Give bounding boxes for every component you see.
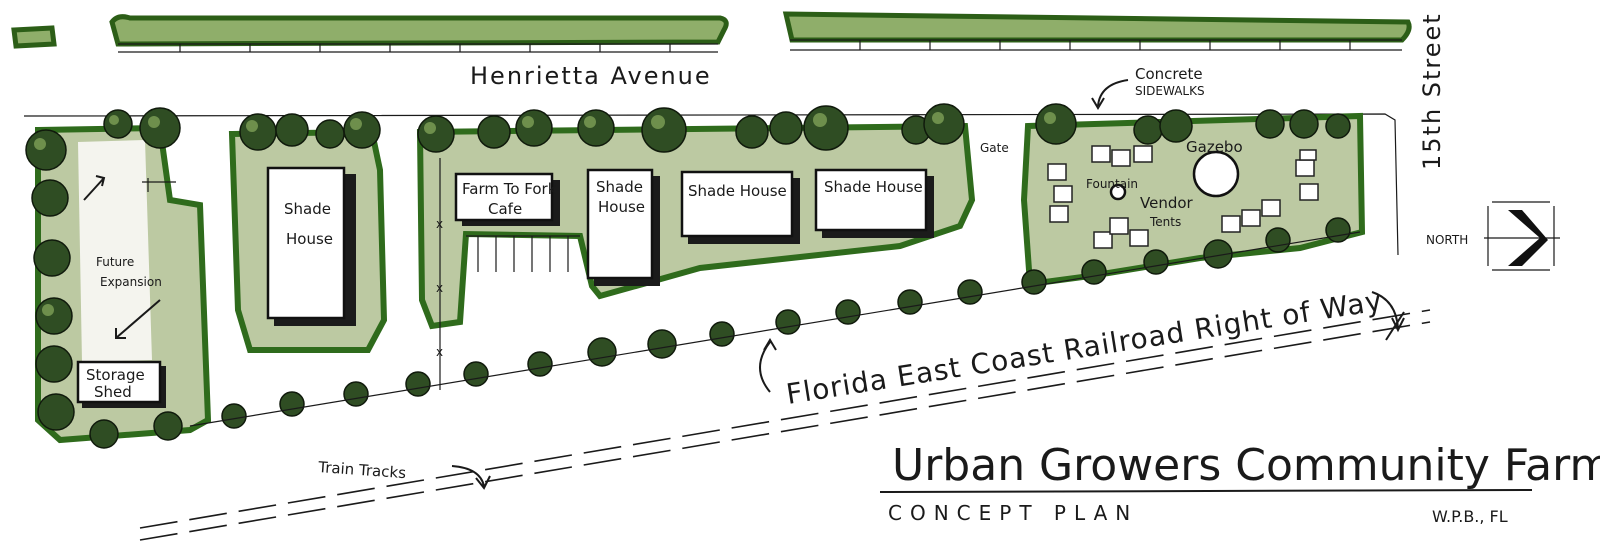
label-train-tracks: Train Tracks <box>317 458 407 482</box>
title-block: Urban Growers Community Farm CONCEPT PLA… <box>879 440 1600 526</box>
north-label: NORTH <box>1426 233 1468 247</box>
trees-west <box>25 129 183 449</box>
label-future: Future <box>96 255 134 269</box>
label-gazebo: Gazebo <box>1186 138 1243 156</box>
svg-text:x: x <box>436 345 443 359</box>
right-of-way-line-tick <box>1385 311 1405 341</box>
planting-strip-left <box>109 14 729 47</box>
plan-subtitle: CONCEPT PLAN <box>888 501 1138 525</box>
plan-title: Urban Growers Community Farm <box>892 440 1600 491</box>
vendor-tents <box>1047 145 1319 249</box>
north-planting-strips <box>11 11 1412 53</box>
street-trees-north <box>103 103 1351 153</box>
label-sidewalks: SIDEWALKS <box>1135 84 1205 98</box>
label-vendor: Vendor <box>1140 194 1194 212</box>
trees-railroad-edge <box>189 217 1361 429</box>
gazebo <box>1192 150 1240 198</box>
label-shade-house-1-line1: Shade <box>284 200 331 218</box>
train-tracks-arrow <box>451 465 491 490</box>
label-shade-house-2-line1: Shade <box>596 178 643 196</box>
label-cafe-line1: Farm To Fork <box>462 180 557 198</box>
sidewalk-callout: Concrete SIDEWALKS <box>1091 65 1205 110</box>
shade-house-2 <box>586 168 654 280</box>
label-railroad-right-of-way: Florida East Coast Railroad Right of Way <box>784 284 1385 411</box>
property-line <box>23 113 1399 256</box>
plan-city: W.P.B., FL <box>1432 507 1508 526</box>
planting-strip-far-left <box>11 25 57 49</box>
fountain <box>1109 183 1127 201</box>
right-of-way-arrow-left <box>759 338 777 393</box>
sidewalk-arrow <box>1091 79 1129 110</box>
label-tents: Tents <box>1149 215 1181 229</box>
market-area: Gazebo Fountain Vendor Tents <box>1047 138 1319 249</box>
future-expansion-area: Future Expansion <box>83 175 176 339</box>
planting-strip-right <box>782 11 1412 43</box>
label-concrete: Concrete <box>1135 65 1203 83</box>
expansion-arrows <box>83 175 161 339</box>
label-shade-house-2-line2: House <box>598 198 645 216</box>
label-expansion: Expansion <box>100 275 162 289</box>
label-gate: Gate <box>980 141 1009 155</box>
farm-to-fork-cafe <box>454 172 554 222</box>
shade-house-4 <box>814 168 928 232</box>
train-tracks <box>139 309 1431 541</box>
label-shade-house-3: Shade House <box>688 182 787 200</box>
label-storage-shed-line1: Storage <box>86 366 145 384</box>
site-planting-areas <box>35 112 1366 444</box>
street-label-henrietta-avenue: Henrietta Avenue <box>470 62 712 90</box>
label-cafe-line2: Cafe <box>488 200 522 218</box>
label-shade-house-4: Shade House <box>824 178 923 196</box>
street-label-15th-street: 15th Street <box>1418 12 1446 170</box>
label-storage-shed-line2: Shed <box>94 383 132 401</box>
north-arrow: NORTH <box>1426 201 1560 271</box>
storage-shed <box>76 360 162 404</box>
buildings: Shade House Storage Shed Farm To Fork Ca… <box>76 166 934 408</box>
label-fountain: Fountain <box>1086 177 1138 191</box>
shade-house-1 <box>266 166 346 320</box>
sidewalk-ticks <box>118 39 1402 53</box>
west-fence <box>142 178 176 192</box>
shade-house-3 <box>680 170 794 238</box>
svg-text:x: x <box>436 217 443 231</box>
cafe-patio <box>466 235 580 272</box>
label-shade-house-1-line2: House <box>286 230 333 248</box>
svg-text:x: x <box>436 281 443 295</box>
